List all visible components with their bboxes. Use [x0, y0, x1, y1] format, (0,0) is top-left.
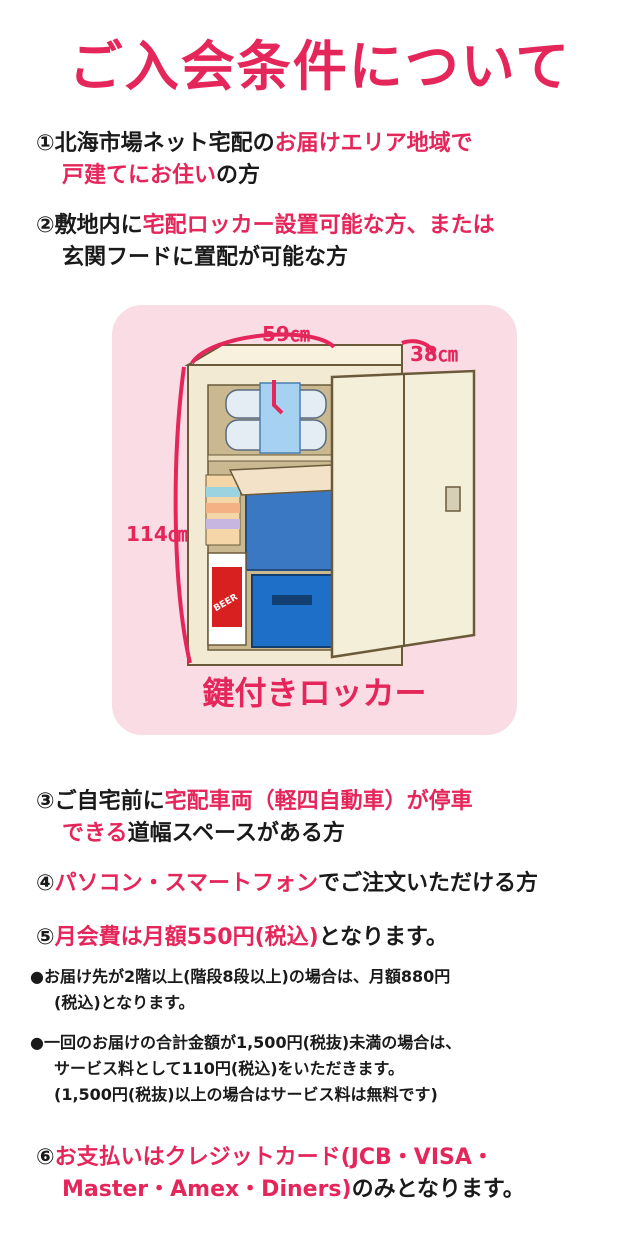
condition-3: ③ご自宅前に宅配車両（軽四自動車）が停車 できる道幅スペースがある方 [36, 789, 473, 846]
condition-2: ②敷地内に宅配ロッカー設置可能な方、または 玄関フードに置配が可能な方 [36, 213, 495, 270]
depth-label: 38㎝ [410, 342, 458, 366]
condition-6: ⑥お支払いはクレジットカード(JCB・VISA・ Master・Amex・Din… [36, 1145, 525, 1202]
condition-1: ①北海市場ネット宅配のお届けエリア地域で 戸建てにお住いの方 [36, 131, 473, 188]
condition-4: ④パソコン・スマートフォンでご注文いただける方 [36, 871, 538, 896]
note-1: ●お届け先が2階以上(階段8段以上)の場合は、月額880円 (税込)となります。 [30, 967, 451, 1012]
width-label: 59㎝ [262, 322, 310, 346]
locker-caption: 鍵付きロッカー [202, 674, 427, 712]
note-2: ●一回のお届けの合計金額が1,500円(税抜)未満の場合は、 サービス料として1… [30, 1033, 462, 1104]
locker-illustration: BEER 59㎝ 38㎝ 114㎝ [126, 322, 476, 666]
page-title: ご入会条件について [68, 35, 572, 98]
condition-5: ⑤月会費は月額550円(税込)となります。 [36, 925, 448, 950]
height-label: 114㎝ [126, 522, 188, 546]
